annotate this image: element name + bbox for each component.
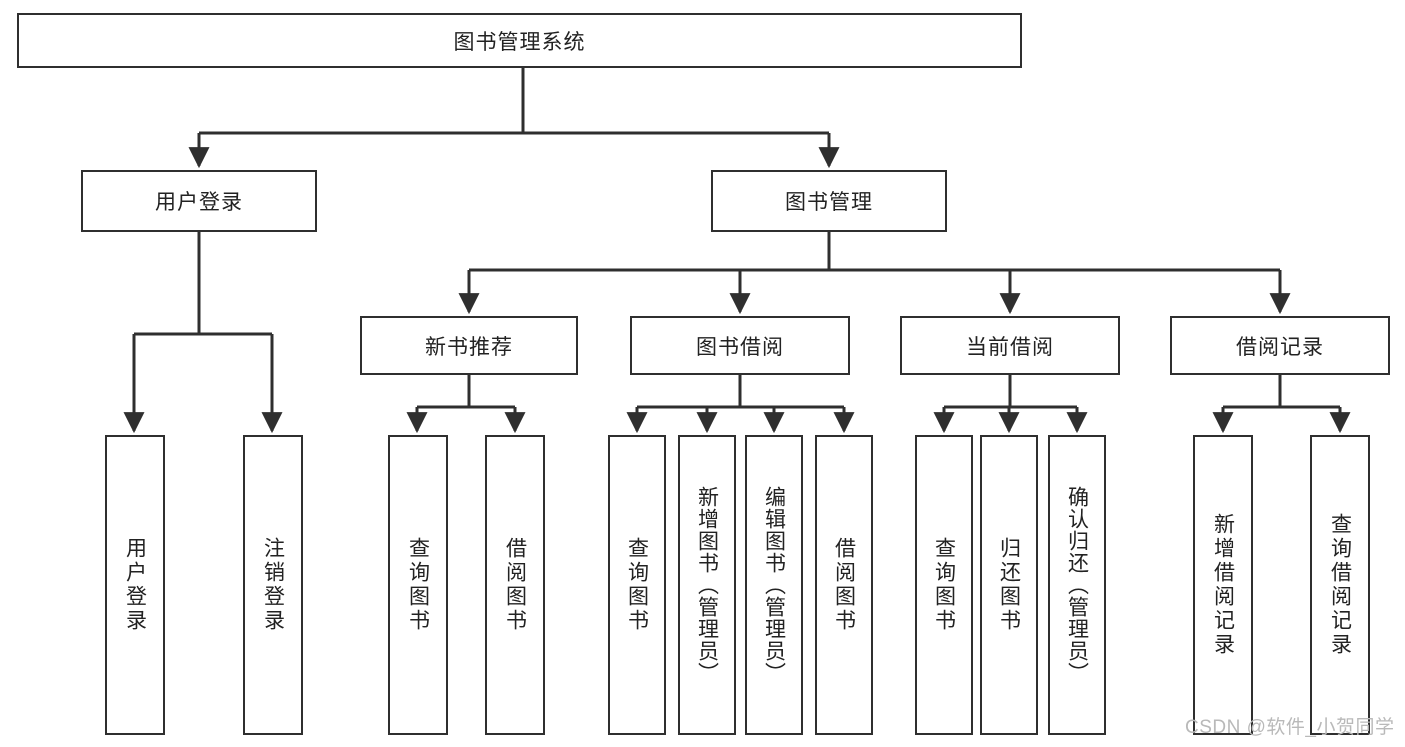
leaf-label: 用户登录 (123, 537, 147, 633)
leaf-label: 新增借阅记录 (1211, 513, 1235, 657)
node-root-label: 图书管理系统 (453, 30, 586, 54)
leaf-confirm-return-admin[interactable]: 确认归还（管理员） (1048, 435, 1106, 735)
node-root[interactable]: 图书管理系统 (17, 13, 1022, 68)
node-book-management-label: 图书管理 (785, 191, 873, 214)
node-book-borrow-label: 图书借阅 (696, 335, 784, 359)
csdn-watermark: CSDN @软件_小贺同学 (1185, 717, 1395, 738)
leaf-add-borrow-record[interactable]: 新增借阅记录 (1193, 435, 1253, 735)
leaf-add-book-admin[interactable]: 新增图书（管理员） (678, 435, 736, 735)
node-current-borrow[interactable]: 当前借阅 (900, 316, 1120, 375)
node-user-login[interactable]: 用户登录 (81, 170, 317, 232)
leaf-label: 查询图书 (932, 537, 956, 633)
leaf-label: 编辑图书（管理员） (762, 486, 786, 684)
leaf-label: 查询借阅记录 (1328, 513, 1352, 657)
leaf-return-book[interactable]: 归还图书 (980, 435, 1038, 735)
leaf-label: 查询图书 (625, 537, 649, 633)
leaf-label: 借阅图书 (503, 537, 527, 633)
leaf-label: 注销登录 (261, 537, 285, 633)
leaf-borrow-book[interactable]: 借阅图书 (815, 435, 873, 735)
leaf-label: 确认归还（管理员） (1065, 486, 1089, 684)
node-user-login-label: 用户登录 (155, 191, 243, 214)
leaf-label: 查询图书 (406, 537, 430, 633)
leaf-logout[interactable]: 注销登录 (243, 435, 303, 735)
node-book-management[interactable]: 图书管理 (711, 170, 947, 232)
node-new-book-recommend-label: 新书推荐 (425, 335, 513, 359)
node-new-book-recommend[interactable]: 新书推荐 (360, 316, 578, 375)
node-book-borrow[interactable]: 图书借阅 (630, 316, 850, 375)
leaf-label: 借阅图书 (832, 537, 856, 633)
node-borrow-record-label: 借阅记录 (1236, 335, 1324, 359)
node-current-borrow-label: 当前借阅 (966, 335, 1054, 359)
leaf-label: 归还图书 (997, 537, 1021, 633)
leaf-user-login[interactable]: 用户登录 (105, 435, 165, 735)
leaf-query-book-borrow[interactable]: 查询图书 (608, 435, 666, 735)
leaf-borrow-book-new[interactable]: 借阅图书 (485, 435, 545, 735)
leaf-label: 新增图书（管理员） (695, 486, 719, 684)
leaf-query-book-new[interactable]: 查询图书 (388, 435, 448, 735)
leaf-query-book-current[interactable]: 查询图书 (915, 435, 973, 735)
leaf-query-borrow-record[interactable]: 查询借阅记录 (1310, 435, 1370, 735)
node-borrow-record[interactable]: 借阅记录 (1170, 316, 1390, 375)
leaf-edit-book-admin[interactable]: 编辑图书（管理员） (745, 435, 803, 735)
